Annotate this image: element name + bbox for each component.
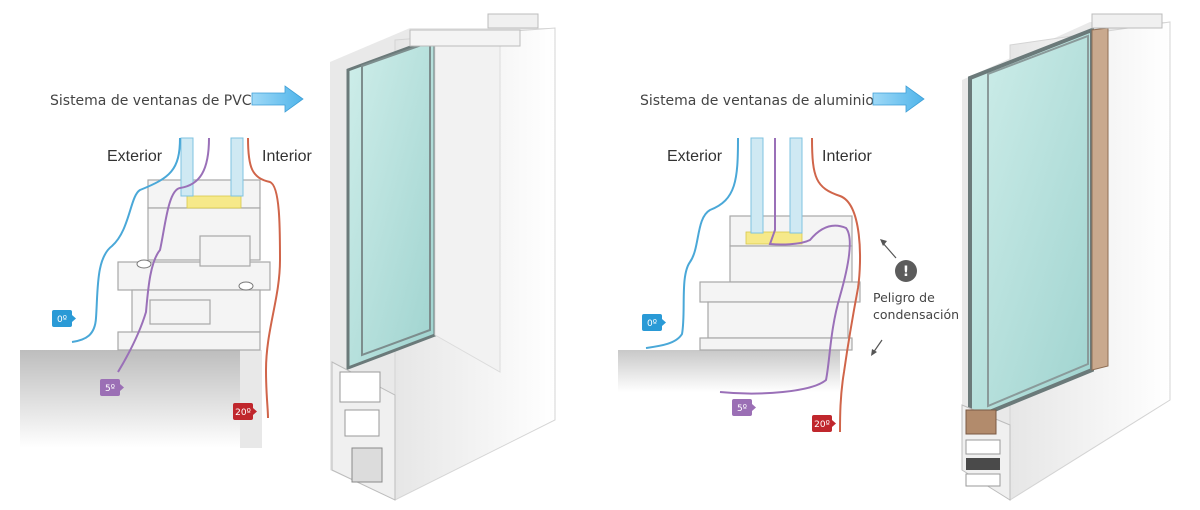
aluminio-badge-interior: 20º	[812, 415, 836, 432]
aluminio-badge-exterior: 0º	[642, 314, 666, 331]
aluminio-title: Sistema de ventanas de aluminio	[640, 93, 874, 109]
pvc-window-render	[330, 13, 556, 501]
pvc-spacer	[186, 195, 242, 209]
pvc-badge-exterior: 0º	[52, 310, 76, 327]
aluminio-interior-label: Interior	[822, 148, 872, 165]
arrow-up-left-icon	[880, 239, 897, 259]
aluminio-temp-frame: 5º	[737, 404, 747, 414]
warning-icon: !	[895, 260, 917, 282]
warning-icon-glyph: !	[903, 264, 909, 280]
pvc-badge-frame: 5º	[100, 379, 124, 396]
pvc-temp-exterior: 0º	[57, 315, 67, 325]
pvc-gasket	[238, 281, 254, 291]
warning-line2: condensación	[873, 307, 959, 322]
pvc-wall	[20, 350, 262, 448]
aluminio-badge-frame: 5º	[732, 399, 756, 416]
aluminio-exterior-label: Exterior	[667, 148, 723, 165]
arrow-right-icon	[872, 85, 925, 113]
pvc-frame-isotherm	[117, 137, 210, 373]
pvc-temp-interior: 20º	[235, 408, 251, 418]
pvc-glass-section	[180, 137, 244, 197]
arrow-down-left-icon	[871, 339, 883, 356]
pvc-frame-section	[117, 179, 271, 351]
pvc-exterior-label: Exterior	[107, 148, 163, 165]
pvc-exterior-isotherm	[71, 137, 181, 343]
pvc-section: Sistema de ventanas de PVC Exterior Inte…	[20, 13, 556, 501]
pvc-badge-interior: 20º	[233, 403, 257, 420]
aluminio-section: Sistema de ventanas de aluminio Exterior…	[618, 13, 1171, 501]
aluminio-window-render	[961, 13, 1171, 501]
aluminio-frame-isotherm	[719, 138, 851, 395]
pvc-interior-isotherm	[247, 137, 282, 419]
aluminio-interior-isotherm	[811, 137, 862, 433]
pvc-interior-label: Interior	[262, 148, 312, 165]
aluminio-wall	[618, 350, 840, 392]
pvc-title: Sistema de ventanas de PVC	[50, 93, 252, 109]
arrow-right-icon	[251, 85, 304, 113]
aluminio-glass-section	[750, 137, 803, 234]
pvc-temp-frame: 5º	[105, 384, 115, 394]
aluminio-exterior-isotherm	[645, 137, 739, 349]
aluminio-temp-exterior: 0º	[647, 319, 657, 329]
aluminio-temp-interior: 20º	[814, 420, 830, 430]
warning-line1: Peligro de	[873, 290, 935, 305]
pvc-gasket	[136, 259, 152, 269]
